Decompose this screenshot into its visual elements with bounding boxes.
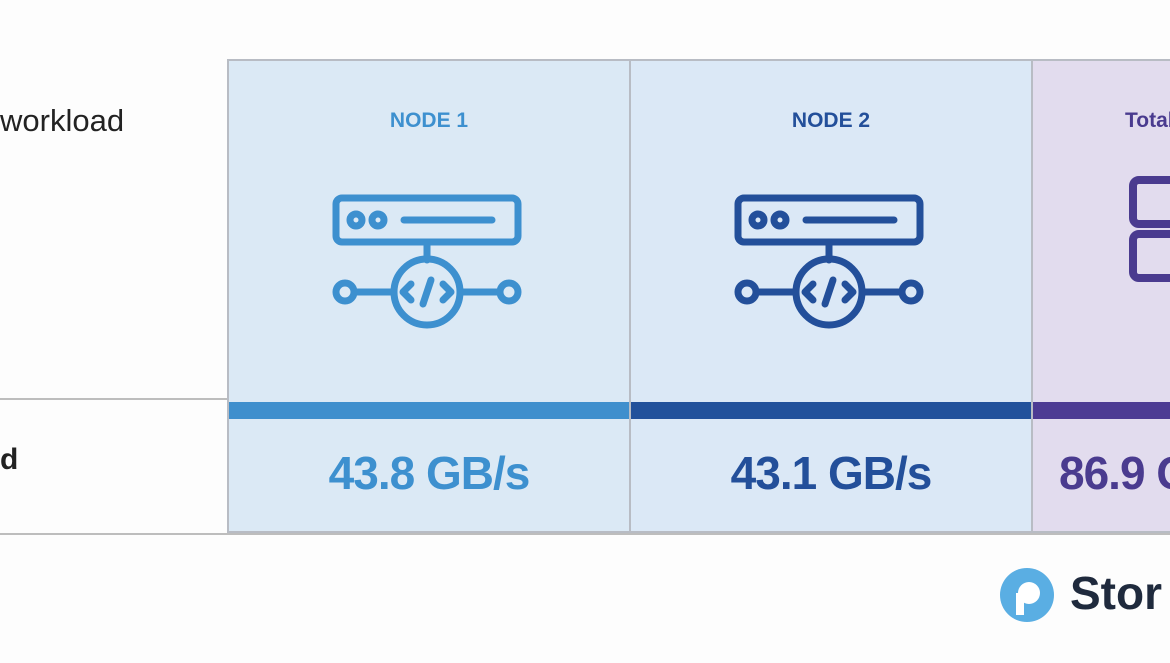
column-title: NODE 2 [791, 109, 871, 132]
brand-logo-icon [1000, 568, 1054, 622]
server-code-icon [734, 194, 924, 329]
column-accent-bar [229, 402, 629, 419]
row-divider [0, 398, 228, 400]
node-2-column: NODE 2 43.1 GB/s [629, 59, 1033, 533]
throughput-value: 43.1 GB/s [730, 447, 933, 499]
column-accent-bar [631, 402, 1031, 419]
brand-logo-text: Stor [1070, 567, 1162, 619]
server-stack-icon [1129, 176, 1170, 282]
server-code-icon [332, 194, 522, 329]
node-1-column: NODE 1 43.8 GB/s [227, 59, 631, 533]
table-bottom-border [0, 533, 1170, 535]
brand-logo: Stor [998, 564, 1170, 624]
throughput-value: 43.8 GB/s [328, 447, 531, 499]
column-accent-bar [1033, 402, 1170, 419]
row-label-workload: workload [0, 103, 125, 138]
total-column: Total 86.9 G [1031, 59, 1170, 533]
row-label-speed: d [0, 443, 19, 476]
throughput-value: 86.9 G [1059, 447, 1170, 499]
column-title: Total [1125, 109, 1170, 132]
column-title: NODE 1 [389, 109, 469, 132]
